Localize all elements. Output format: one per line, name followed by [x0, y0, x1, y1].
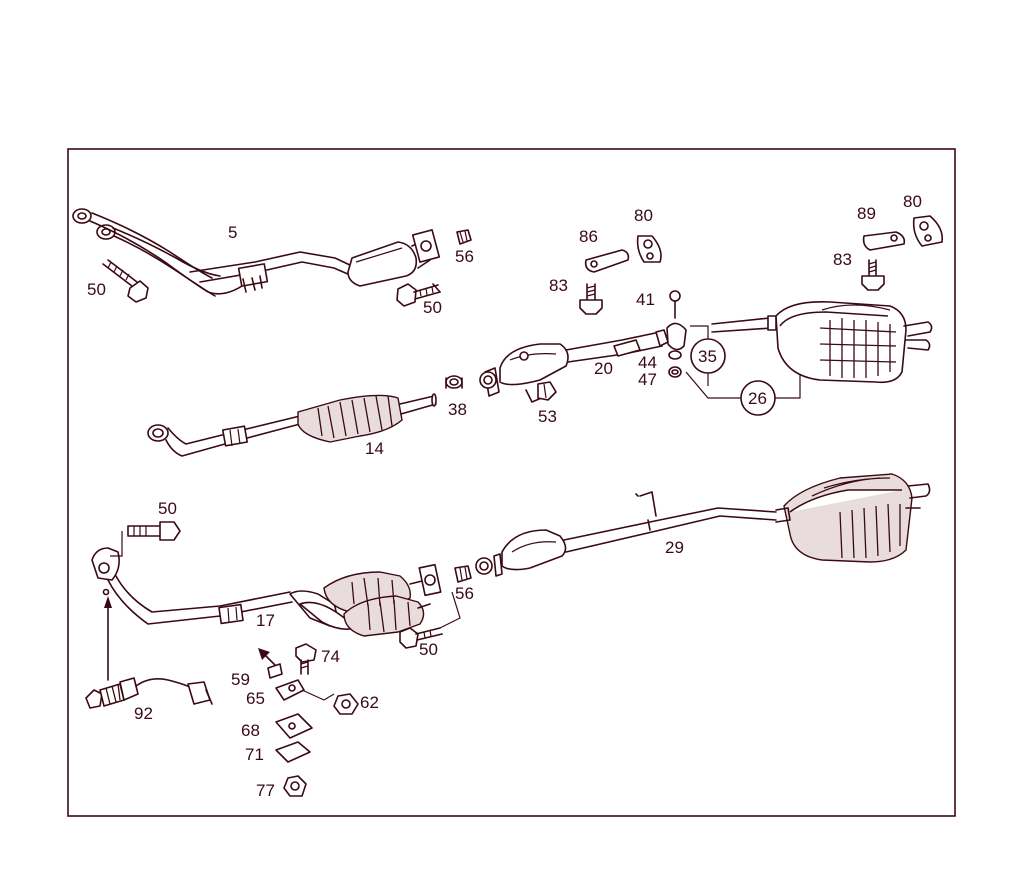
callout-53: 53 — [538, 407, 557, 426]
callout-71: 71 — [245, 745, 264, 764]
callout-14: 14 — [365, 439, 384, 458]
callout-44: 44 — [638, 353, 657, 372]
callout-brackets-35-26 — [685, 325, 801, 416]
callout-50-top-mid: 50 — [423, 298, 442, 317]
callout-65: 65 — [246, 689, 265, 708]
rear-muffler-upper — [711, 300, 933, 384]
rear-system-29 — [475, 473, 931, 577]
callout-35: 35 — [698, 347, 717, 366]
rubber-mount-80-left — [636, 235, 662, 263]
diagram-frame — [67, 148, 956, 817]
bolt-83-right — [861, 259, 885, 291]
callout-5: 5 — [228, 223, 237, 242]
callout-29: 29 — [665, 538, 684, 557]
hanger-bracket-86 — [584, 249, 630, 273]
callout-labels: 5 50 56 50 86 80 83 89 80 83 41 35 44 47… — [87, 192, 922, 800]
bolt-50-lower-mid — [399, 591, 461, 649]
o2-sensor-92 — [85, 596, 213, 709]
callout-56-top: 56 — [455, 247, 474, 266]
callout-41: 41 — [636, 290, 655, 309]
small-parts-group — [258, 643, 359, 797]
callout-68: 68 — [241, 721, 260, 740]
nut-53 — [537, 381, 557, 401]
callout-17: 17 — [256, 611, 275, 630]
bolt-50-lower-left — [110, 521, 181, 557]
bolt-83-left — [579, 283, 603, 315]
callout-83-left: 83 — [549, 276, 568, 295]
front-pipe-14 — [147, 393, 437, 457]
callout-26: 26 — [748, 389, 767, 408]
nut-56-lower — [454, 565, 472, 583]
callout-50-top-left: 50 — [87, 280, 106, 299]
hanger-bracket-89 — [862, 231, 906, 251]
callout-80-left: 80 — [634, 206, 653, 225]
callout-86: 86 — [579, 227, 598, 246]
nut-56-top — [456, 229, 472, 245]
callout-56-lower: 56 — [455, 584, 474, 603]
callout-59: 59 — [231, 670, 250, 689]
intermediate-pipe-20 — [479, 329, 669, 403]
callout-20: 20 — [594, 359, 613, 378]
bolt-50-mid — [396, 283, 441, 307]
front-pipe-5 — [72, 208, 441, 297]
rubber-mount-80-right — [912, 215, 944, 247]
callout-74: 74 — [321, 647, 340, 666]
callout-77: 77 — [256, 781, 275, 800]
callout-80-right: 80 — [903, 192, 922, 211]
callout-50-lower-left: 50 — [158, 499, 177, 518]
callout-92: 92 — [134, 704, 153, 723]
bolt-50-left — [102, 259, 149, 303]
callout-50-lower-mid: 50 — [419, 640, 438, 659]
callout-47: 47 — [638, 370, 657, 389]
clamp-41-44-47 — [666, 290, 687, 378]
clamp-38 — [445, 375, 463, 389]
callout-62: 62 — [360, 693, 379, 712]
callout-38: 38 — [448, 400, 467, 419]
callout-89: 89 — [857, 204, 876, 223]
callout-83-right: 83 — [833, 250, 852, 269]
